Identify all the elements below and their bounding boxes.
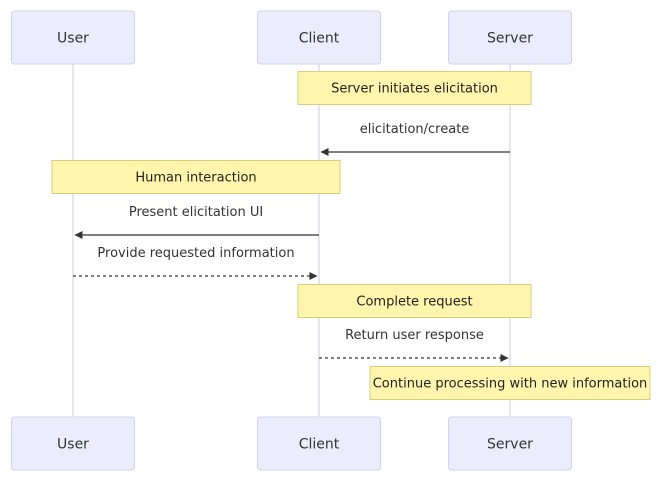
actor-box xyxy=(11,416,135,471)
actor-server-bottom: Server xyxy=(448,416,572,471)
note: Server initiates elicitation xyxy=(297,71,532,105)
actor-box xyxy=(448,10,572,65)
actor-label: User xyxy=(57,31,89,47)
message: elicitation/create xyxy=(320,122,510,156)
actor-label: Client xyxy=(299,437,340,453)
actor-box xyxy=(448,416,572,471)
message-label: Return user response xyxy=(345,328,484,343)
message-label: Present elicitation UI xyxy=(129,205,263,220)
message: Return user response xyxy=(319,328,509,362)
note-box xyxy=(297,284,532,318)
actor-box xyxy=(11,10,135,65)
note-text: Continue processing with new information xyxy=(373,377,648,392)
actor-label: Server xyxy=(487,437,533,453)
actor-label: Server xyxy=(487,31,533,47)
actor-label: User xyxy=(57,437,89,453)
actor-client-top: Client xyxy=(257,10,381,65)
message-label: elicitation/create xyxy=(360,122,470,137)
actor-box xyxy=(257,416,381,471)
actor-server-top: Server xyxy=(448,10,572,65)
note-text: Complete request xyxy=(356,295,472,310)
actor-user-top: User xyxy=(11,10,135,65)
note-box xyxy=(369,366,651,400)
note-box xyxy=(51,160,341,194)
note-text: Human interaction xyxy=(135,171,256,186)
note: Complete request xyxy=(297,284,532,318)
message-label: Provide requested information xyxy=(97,246,294,261)
note: Human interaction xyxy=(51,160,341,194)
message: Present elicitation UI xyxy=(74,205,319,239)
note-text: Server initiates elicitation xyxy=(331,82,498,97)
actor-user-bottom: User xyxy=(11,416,135,471)
actor-label: Client xyxy=(299,31,340,47)
actor-client-bottom: Client xyxy=(257,416,381,471)
message: Provide requested information xyxy=(73,246,318,280)
note: Continue processing with new information xyxy=(369,366,651,400)
note-box xyxy=(297,71,532,105)
actor-box xyxy=(257,10,381,65)
